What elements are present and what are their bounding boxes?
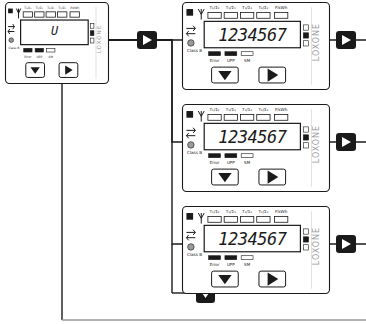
indicator-label: T₂/Σ₁ <box>226 210 236 214</box>
meter-illustration <box>182 104 330 192</box>
indicator-label: T₁/Σ₁ <box>24 6 31 9</box>
indicator-label: P.kWh <box>70 6 79 9</box>
status-label: SM <box>244 161 250 165</box>
energy-meter-display: T₁/Σ₁ T₂/Σ₁ T₁/Σ₂ T₂/Σ₂ P.kWhU Class B Error UP… <box>5 2 109 84</box>
indicator-label: T₂/Σ₂ <box>59 6 66 9</box>
indicator-label: T₂/Σ₂ <box>258 210 268 214</box>
right-button-symbol <box>137 31 157 49</box>
status-label: SM <box>244 263 250 267</box>
indicator-label: T₂/Σ₁ <box>226 108 236 112</box>
class-label: Class B <box>187 49 202 53</box>
status-label: SM <box>49 55 54 58</box>
status-label: Error <box>210 263 220 267</box>
status-label: Error <box>210 161 220 165</box>
flow-line <box>171 244 172 293</box>
meter-illustration <box>5 2 109 84</box>
indicator-label: T₂/Σ₁ <box>36 6 43 9</box>
status-label: UPP <box>36 55 42 58</box>
lcd-digits: 1234567 <box>218 128 286 145</box>
lcd-digits: U <box>51 26 58 38</box>
energy-meter-display: T₁/Σ₁ T₂/Σ₁ T₁/Σ₂ T₂/Σ₂ P.kWh 1234567Class B E… <box>182 206 330 294</box>
flow-line <box>61 84 62 320</box>
indicator-label: T₂/Σ₂ <box>258 6 268 10</box>
flow-connector <box>109 40 182 244</box>
indicator-label: T₁/Σ₂ <box>242 108 252 112</box>
class-label: Class B <box>187 151 202 155</box>
class-label: Class B <box>187 253 202 257</box>
status-label: UPP <box>227 59 235 63</box>
status-label: Error <box>24 55 31 58</box>
status-label: UPP <box>227 263 235 267</box>
indicator-label: T₁/Σ₂ <box>242 6 252 10</box>
indicator-label: T₁/Σ₁ <box>210 6 220 10</box>
right-button-symbol <box>336 31 356 49</box>
meter-illustration <box>182 206 330 294</box>
status-label: Error <box>210 59 220 63</box>
indicator-label: P.kWh <box>275 210 287 214</box>
brand-label: LOXONE <box>313 22 321 60</box>
indicator-label: T₁/Σ₂ <box>47 6 54 9</box>
status-label: UPP <box>227 161 235 165</box>
meter-illustration <box>182 2 330 90</box>
lcd-digits: 1234567 <box>218 26 286 43</box>
right-button-symbol <box>336 133 356 151</box>
brand-label: LOXONE <box>313 226 321 264</box>
indicator-label: P.kWh <box>275 108 287 112</box>
class-label: Class B <box>8 46 19 49</box>
flow-connector <box>109 40 182 142</box>
flow-line <box>62 319 366 320</box>
indicator-label: T₂/Σ₁ <box>226 6 236 10</box>
indicator-label: T₂/Σ₂ <box>258 108 268 112</box>
right-button-symbol <box>336 235 356 253</box>
energy-meter-display: T₁/Σ₁ T₂/Σ₁ T₁/Σ₂ T₂/Σ₂ P.kWh 1234567Class B E… <box>182 104 330 192</box>
status-label: SM <box>244 59 250 63</box>
indicator-label: T₁/Σ₂ <box>242 210 252 214</box>
brand-label: LOXONE <box>313 124 321 162</box>
indicator-label: T₁/Σ₁ <box>210 108 220 112</box>
indicator-label: T₁/Σ₁ <box>210 210 220 214</box>
energy-meter-display: T₁/Σ₁ T₂/Σ₁ T₁/Σ₂ T₂/Σ₂ P.kWh 1234567Class B E… <box>182 2 330 90</box>
brand-label: LOXONE <box>97 25 103 54</box>
lcd-digits: 1234567 <box>218 230 286 247</box>
indicator-label: P.kWh <box>275 6 287 10</box>
